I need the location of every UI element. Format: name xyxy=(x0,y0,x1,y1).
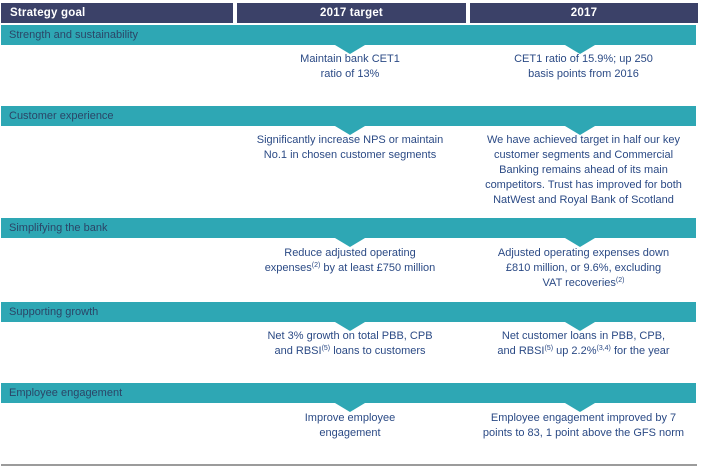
section-label: Strength and sustainability xyxy=(9,29,139,41)
section-band-supporting-growth: Supporting growth xyxy=(1,302,696,331)
pointer-down-icon xyxy=(335,322,365,331)
header-2017-target: 2017 target xyxy=(237,3,466,23)
section-label: Supporting growth xyxy=(9,306,99,318)
section-label: Customer experience xyxy=(9,110,114,122)
pointer-down-icon xyxy=(565,403,595,412)
pointer-down-icon xyxy=(335,238,365,247)
section-band-simplifying-the-bank: Simplifying the bank xyxy=(1,218,696,247)
pointer-down-icon xyxy=(565,322,595,331)
result-text-simplifying: Adjusted operating expenses down£810 mil… xyxy=(497,247,670,289)
section-band-customer-experience: Customer experience xyxy=(1,106,696,135)
section-label: Simplifying the bank xyxy=(9,222,108,234)
pointer-down-icon xyxy=(565,45,595,54)
result-text-growth: Net customer loans in PBB, CPB,and RBSI(… xyxy=(497,330,670,357)
section-band-employee-engagement: Employee engagement xyxy=(1,383,696,412)
pointer-down-icon xyxy=(335,403,365,412)
pointer-down-icon xyxy=(565,238,595,247)
pointer-down-icon xyxy=(335,126,365,135)
pointer-down-icon xyxy=(335,45,365,54)
section-band-strength-and-sustainability: Strength and sustainability xyxy=(1,25,696,54)
section-label: Employee engagement xyxy=(9,387,123,399)
header-strategy-goal: Strategy goal xyxy=(1,3,233,23)
bottom-divider xyxy=(1,464,697,466)
header-2017: 2017 xyxy=(470,3,698,23)
pointer-down-icon xyxy=(565,126,595,135)
